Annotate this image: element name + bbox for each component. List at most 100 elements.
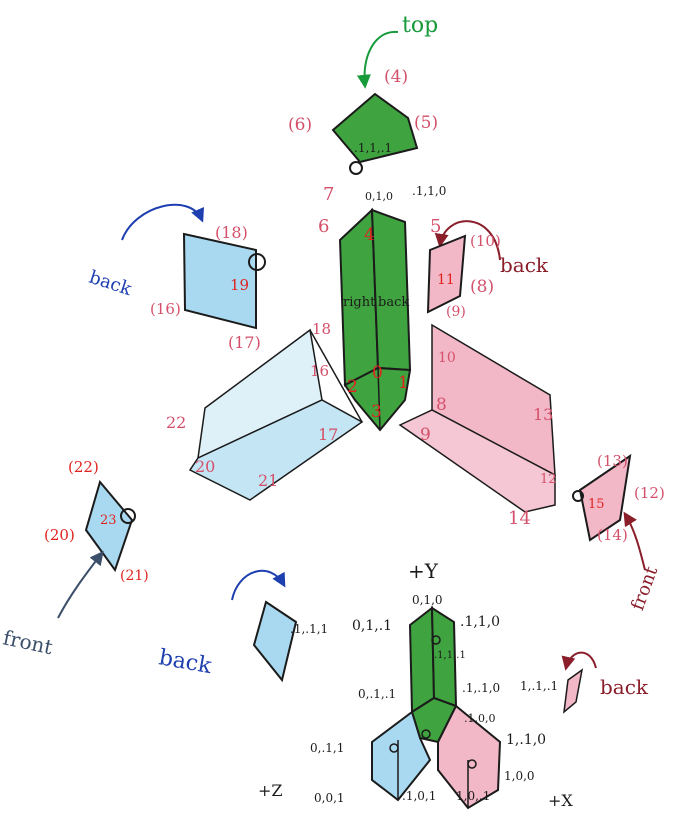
top-face-index-6: (6)	[288, 115, 312, 135]
center-top-number-4: 4	[364, 225, 375, 245]
bottom-coord-12: 1,0,0	[504, 769, 535, 783]
center-column-right-face	[370, 208, 412, 372]
top-face-group: top (4) (5) (6) .1,1,.1	[288, 13, 438, 175]
left-wing-group: 18 16 22 17 20 21	[166, 320, 364, 501]
center-top-number-6: 6	[318, 216, 329, 237]
bottom-left-face-quad	[252, 600, 298, 683]
right-front-arrow-label: front	[627, 563, 662, 613]
bottom-right-arrow-label: back	[600, 675, 649, 699]
top-arrow-icon	[356, 30, 399, 89]
right-back-face-quad	[426, 234, 467, 314]
bottom-coord-10: .1,0,1	[402, 789, 436, 803]
right-back-index-10: (10)	[470, 232, 501, 250]
left-back-index-19: 19	[230, 276, 249, 294]
bottom-coord-6: .1,0,0	[464, 712, 496, 725]
bottom-coord-9: 0,0,1	[314, 791, 345, 805]
center-face-back-label: back	[378, 295, 409, 310]
left-front-vertex-marker	[120, 508, 136, 524]
top-face-coord: .1,1,.1	[354, 141, 392, 155]
center-face-right-label: right	[343, 295, 376, 310]
top-face-vertex-marker	[349, 161, 363, 175]
bottom-coord-8: 1,.1,0	[506, 732, 546, 748]
bottom-right-face-group: back 1,.1,.1	[520, 651, 649, 714]
left-wing-index-16: 16	[310, 362, 329, 380]
center-bottom-number-0: 0	[372, 363, 383, 383]
right-front-index-13: (13)	[597, 452, 628, 470]
left-wing-index-18: 18	[312, 320, 331, 338]
right-back-arrow-label: back	[500, 253, 549, 277]
left-front-arrow-icon	[57, 550, 104, 619]
bottom-right-coord: 1,.1,.1	[520, 679, 558, 693]
bottom-model-blue-wing	[371, 710, 432, 802]
bottom-model-marker-left	[389, 743, 399, 753]
right-front-index-15: 15	[588, 497, 605, 512]
left-front-face-group: front (22) 23 (20) (21)	[1, 458, 149, 659]
center-bottom-number-1: 1	[398, 373, 409, 393]
bottom-model-group: +Y +Z +X 0,1,0 0,1,.1 .1,1,0 .1,1,.1 0,.…	[258, 559, 573, 810]
bottom-coord-5: .1,.1,0	[462, 681, 500, 695]
center-top-number-5: 5	[430, 216, 441, 237]
bottom-coord-1: 0,1,.1	[352, 618, 392, 634]
right-back-arrow-icon	[434, 220, 501, 261]
center-column-group: 7 5 6 4 0,1,0 .1,1,0 right back 2 0 1 3	[318, 184, 446, 432]
center-coord-110: .1,1,0	[412, 184, 446, 198]
right-wing-index-8: 8	[436, 395, 447, 415]
center-coord-010: 0,1,0	[365, 190, 393, 203]
right-front-index-14: (14)	[597, 526, 628, 544]
left-front-index-22: (22)	[68, 458, 99, 476]
center-bottom-number-2: 2	[347, 377, 358, 397]
bottom-coord-0: 0,1,0	[412, 593, 443, 607]
right-back-index-11: 11	[437, 272, 455, 288]
right-wing-index-13: 13	[533, 405, 553, 424]
right-front-arrow-icon	[623, 511, 646, 571]
bottom-left-arrow-label: back	[157, 645, 214, 679]
right-back-index-8: (8)	[470, 277, 494, 297]
top-arrow-label: top	[402, 13, 438, 38]
top-face-index-4: (4)	[384, 67, 408, 87]
center-bottom-number-3: 3	[371, 402, 382, 422]
left-back-face-quad	[182, 232, 257, 330]
bottom-left-coord: .1,.1,1	[290, 622, 328, 636]
bottom-coord-4: 0,.1,.1	[358, 687, 396, 701]
right-front-index-12: (12)	[634, 484, 665, 502]
center-column-edge	[377, 367, 381, 431]
right-wing-index-9: 9	[420, 425, 431, 445]
left-wing-edge	[309, 329, 363, 423]
right-front-face-group: front (13) 15 (12) (14)	[572, 452, 665, 613]
axis-x-label: +X	[548, 791, 573, 810]
left-back-arrow-icon	[121, 203, 204, 241]
left-back-index-16: (16)	[150, 300, 181, 318]
bottom-model-marker-mid	[421, 729, 431, 739]
left-back-vertex-marker	[248, 253, 266, 271]
right-wing-index-12: 12	[540, 472, 557, 487]
right-back-index-9: (9)	[446, 304, 466, 320]
top-face-quad	[331, 92, 419, 164]
right-wing-index-14: 14	[508, 508, 531, 529]
left-front-index-21: (21)	[120, 568, 149, 584]
left-wing-index-17: 17	[318, 425, 338, 444]
right-front-vertex-marker	[572, 490, 584, 502]
bottom-right-face-quad	[563, 668, 584, 714]
center-top-number-7: 7	[323, 184, 334, 205]
left-back-index-18: (18)	[215, 223, 248, 242]
right-wing-index-10: 10	[438, 350, 456, 366]
bottom-model-marker-top	[431, 635, 441, 645]
left-front-index-20: (20)	[44, 526, 75, 544]
bottom-coord-3: .1,1,.1	[434, 650, 466, 661]
left-wing-front-face	[188, 399, 364, 501]
left-back-index-17: (17)	[228, 333, 261, 352]
right-front-face-quad	[578, 453, 632, 542]
bottom-coord-2: .1,1,0	[460, 614, 500, 630]
bottom-coord-11: 1,0,.1	[456, 789, 490, 803]
right-wing-front-face	[398, 409, 556, 513]
top-face-index-5: (5)	[414, 113, 438, 133]
axis-y-label: +Y	[408, 559, 439, 583]
left-front-index-23: 23	[100, 513, 117, 528]
left-wing-index-20: 20	[195, 457, 215, 476]
axis-z-label: +Z	[258, 781, 283, 800]
bottom-right-arrow-icon	[561, 651, 597, 671]
bottom-coord-7: 0,.1,1	[310, 741, 344, 755]
left-back-arrow-label: back	[86, 267, 135, 301]
left-front-face-quad	[84, 479, 134, 573]
